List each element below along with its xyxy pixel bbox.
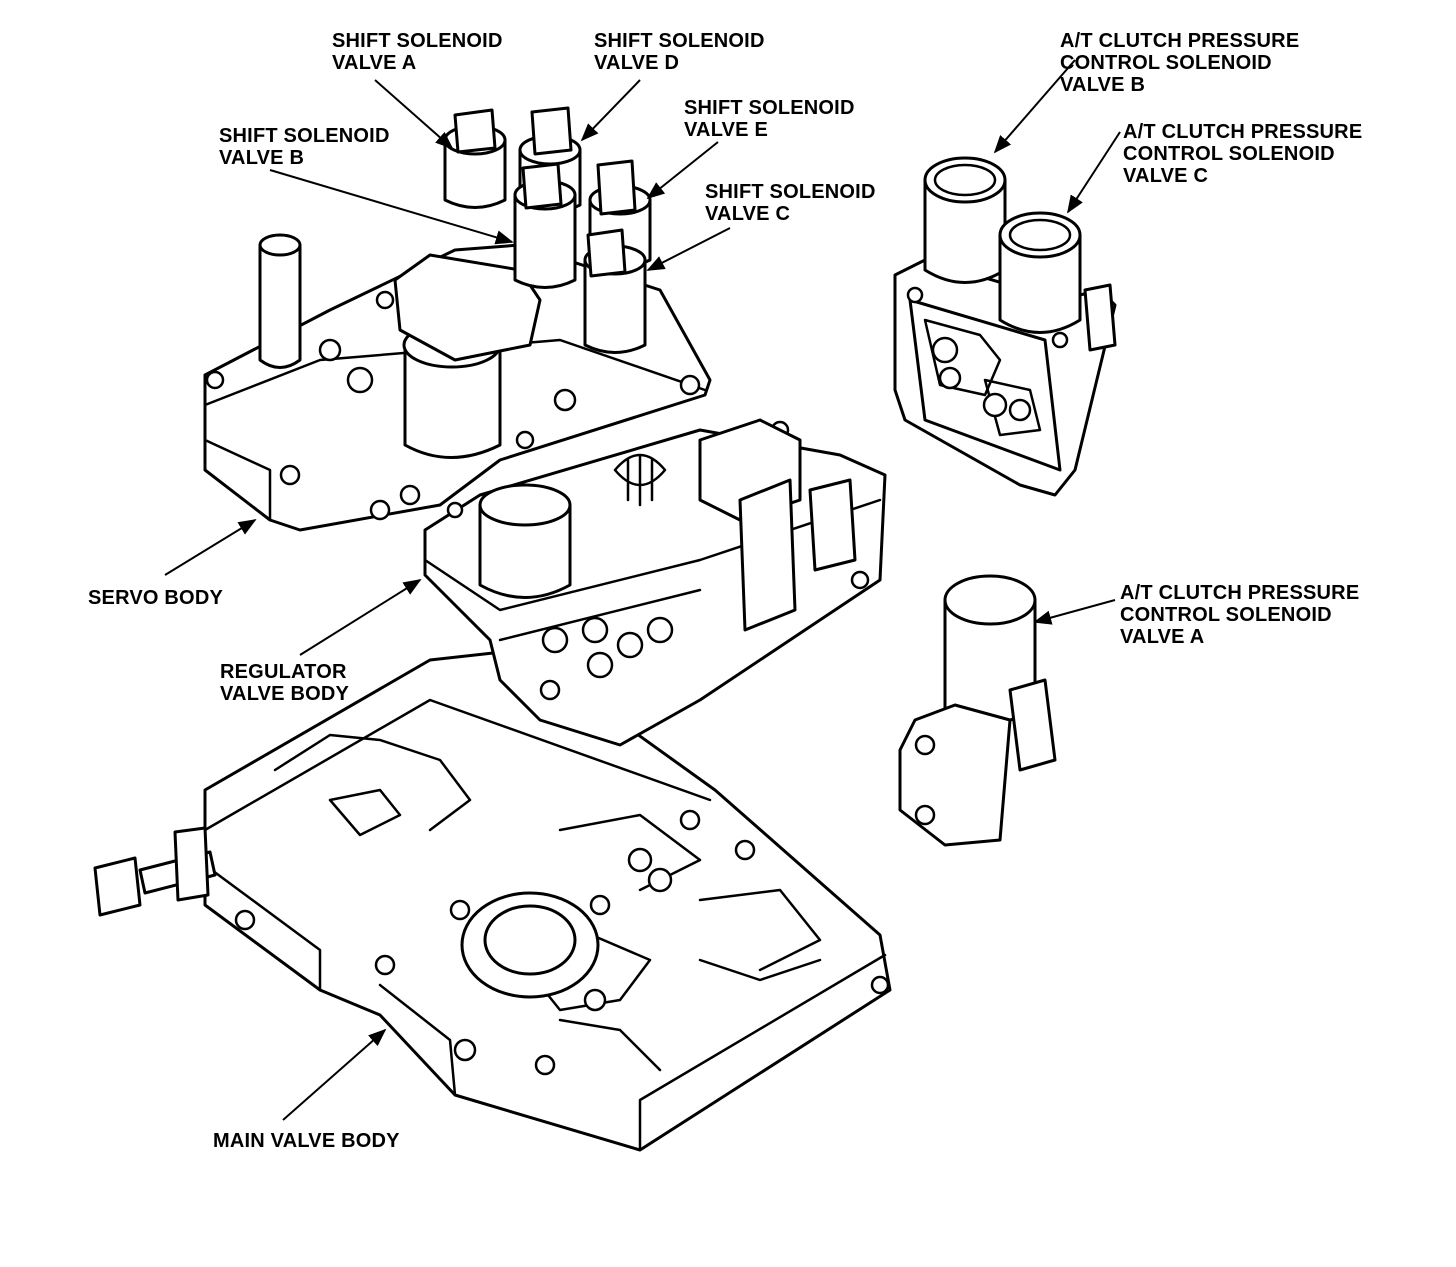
label-line: A/T CLUTCH PRESSURE [1123,121,1363,143]
leader-clutch-pressure-a [1033,599,1116,625]
leader-shift-solenoid-a [374,79,454,150]
shift-solenoid-c-part [583,228,647,354]
label-clutch-pressure-c: A/T CLUTCH PRESSURE CONTROL SOLENOID VAL… [1123,121,1362,187]
label-shift-solenoid-b: SHIFT SOLENOID VALVE B [219,125,390,169]
label-line: SERVO BODY [88,587,223,609]
leader-shift-solenoid-e [646,141,719,200]
leader-shift-solenoid-b [269,169,514,245]
label-line: VALVE A [1120,626,1205,648]
label-line: SHIFT SOLENOID [219,125,390,147]
shift-solenoid-b-part [513,162,577,289]
main-valve-body-part [93,648,892,1152]
label-line: CONTROL SOLENOID [1060,52,1272,74]
label-line: SHIFT SOLENOID [594,30,765,52]
label-line: VALVE C [1123,165,1209,187]
label-line: CONTROL SOLENOID [1123,143,1335,165]
label-line: A/T CLUTCH PRESSURE [1120,582,1360,604]
leader-clutch-pressure-b [993,59,1076,154]
label-shift-solenoid-c: SHIFT SOLENOID VALVE C [705,181,876,225]
label-regulator-valve-body: REGULATOR VALVE BODY [220,661,349,705]
clutch-pressure-solenoid-bc-part [893,156,1117,497]
label-line: VALVE B [219,147,305,169]
label-line: SHIFT SOLENOID [684,97,855,119]
regulator-valve-body-part [423,418,887,747]
leader-main-valve-body [282,1028,387,1121]
label-line: MAIN VALVE BODY [213,1130,400,1152]
label-line: VALVE B [1060,74,1146,96]
label-line: VALVE E [684,119,769,141]
label-line: VALVE D [594,52,680,74]
label-line: A/T CLUTCH PRESSURE [1060,30,1300,52]
label-line: VALVE C [705,203,791,225]
label-shift-solenoid-a: SHIFT SOLENOID VALVE A [332,30,503,74]
leader-shift-solenoid-d [580,79,641,142]
leader-regulator-valve-body [299,579,422,656]
label-line: REGULATOR [220,661,347,683]
label-line: SHIFT SOLENOID [332,30,503,52]
label-main-valve-body: MAIN VALVE BODY [213,1130,400,1152]
label-clutch-pressure-a: A/T CLUTCH PRESSURE CONTROL SOLENOID VAL… [1120,582,1359,648]
label-shift-solenoid-d: SHIFT SOLENOID VALVE D [594,30,765,74]
leader-clutch-pressure-c [1067,131,1121,214]
leader-servo-body [164,519,257,576]
shift-solenoid-a-part [443,108,507,209]
label-servo-body: SERVO BODY [88,587,223,609]
label-line: VALVE A [332,52,417,74]
leader-lines [164,59,1121,1121]
leader-shift-solenoid-c [646,227,731,271]
label-clutch-pressure-b: A/T CLUTCH PRESSURE CONTROL SOLENOID VAL… [1060,30,1299,96]
label-line: VALVE BODY [220,683,350,705]
label-line: CONTROL SOLENOID [1120,604,1332,626]
label-shift-solenoid-e: SHIFT SOLENOID VALVE E [684,97,855,141]
label-line: SHIFT SOLENOID [705,181,876,203]
clutch-pressure-solenoid-a-part [898,574,1057,847]
